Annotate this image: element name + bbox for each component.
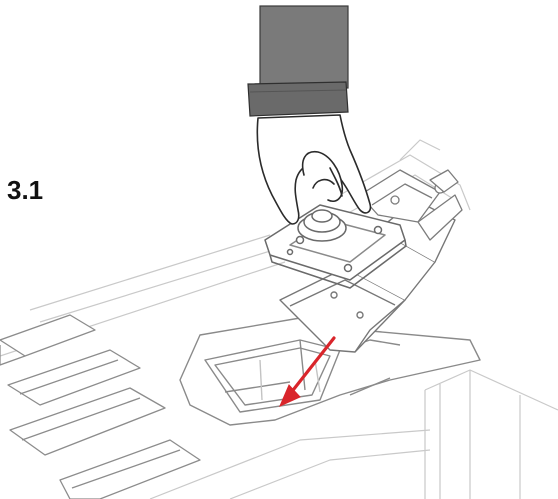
hand-holding-icon (256, 114, 372, 225)
mounting-plate (264, 204, 407, 289)
arrow-down-left-icon (279, 336, 336, 407)
left-slats (0, 314, 201, 499)
sleeve (247, 5, 349, 117)
recess-tray (179, 317, 481, 426)
arm-assembly (359, 169, 463, 241)
step-number: 3.1 (7, 175, 44, 205)
